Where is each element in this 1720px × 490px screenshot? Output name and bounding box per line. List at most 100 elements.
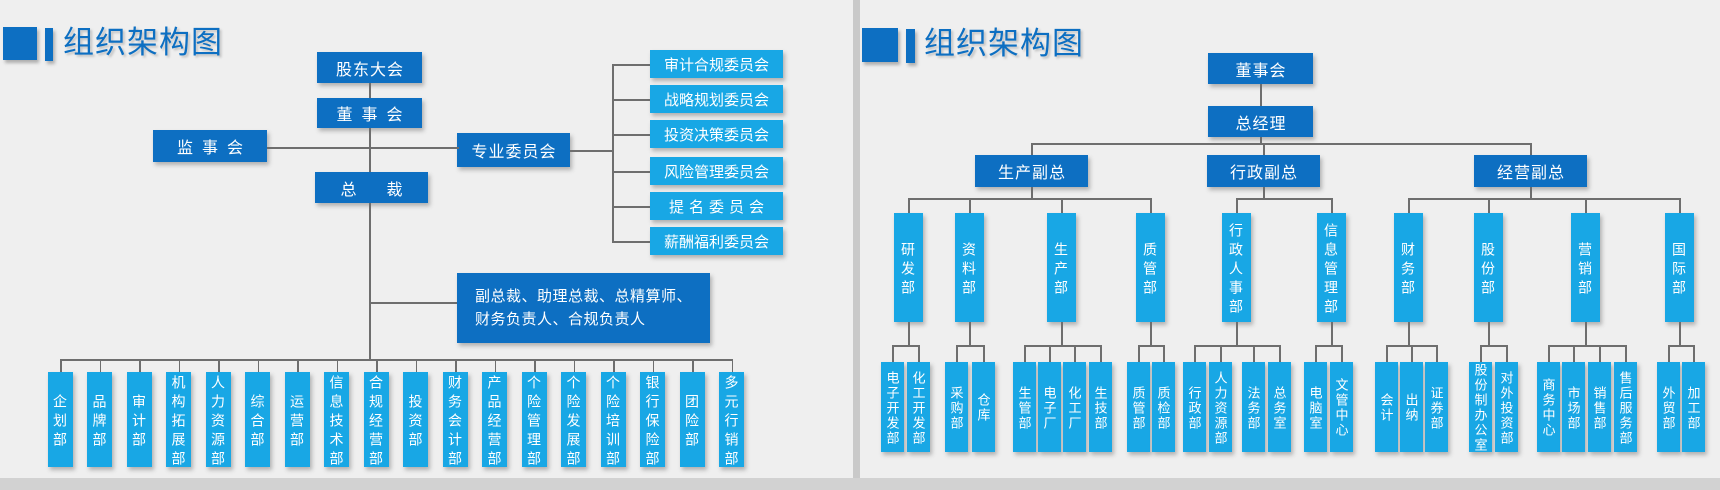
connector-line: [494, 359, 496, 372]
connector-line: [1506, 345, 1508, 362]
connector-line: [178, 359, 180, 372]
connector-line: [60, 359, 62, 372]
connector-line: [257, 359, 259, 372]
connector-line: [692, 359, 694, 372]
department-box: 团险部: [679, 372, 705, 467]
department-box: 股份部: [1473, 213, 1503, 322]
connector-line: [1530, 187, 1532, 198]
department-box: 个险培训部: [600, 372, 626, 470]
sub-department-box: 股份制办公室: [1468, 362, 1492, 453]
connector-line: [956, 345, 985, 347]
connector-line: [969, 198, 971, 213]
connector-line: [1163, 345, 1165, 362]
connector-line: [1049, 345, 1051, 362]
connector-line: [1024, 345, 1026, 362]
sub-department-box: 外贸部: [1656, 362, 1680, 452]
connector-line: [336, 359, 338, 372]
connector-line: [892, 345, 894, 362]
connector-line: [1260, 84, 1262, 106]
connector-line: [892, 345, 920, 347]
sub-department-box: 行政部: [1182, 362, 1206, 452]
title-square-icon: [3, 27, 37, 60]
connector-line: [455, 359, 457, 372]
connector-line: [908, 198, 1152, 200]
connector-line: [1408, 198, 1681, 200]
connector-line: [612, 171, 652, 173]
sub-department-box: 市场部: [1561, 362, 1585, 452]
connector-line: [369, 128, 371, 172]
sub-department-box: 出纳: [1399, 362, 1423, 452]
committee-box: 风险管理委员会: [650, 157, 783, 185]
connector-line: [1279, 345, 1281, 362]
connector-line: [534, 359, 536, 372]
connector-line: [1138, 345, 1165, 347]
connector-line: [1074, 345, 1076, 362]
connector-line: [1100, 345, 1102, 362]
department-box: 国际部: [1664, 213, 1694, 322]
connector-line: [1150, 322, 1152, 345]
department-box: 信息技术部: [324, 372, 349, 470]
department-box: 投资部: [403, 372, 428, 467]
connector-line: [1031, 143, 1532, 145]
committee-box: 提名委员会: [650, 192, 783, 220]
committee-box: 战略规划委员会: [650, 85, 783, 113]
department-box: 品牌部: [87, 372, 112, 467]
connector-line: [267, 147, 459, 149]
connector-line: [573, 359, 575, 372]
sub-department-box: 质管部: [1126, 362, 1150, 452]
committee-box: 薪酬福利委员会: [650, 227, 783, 255]
connector-line: [1138, 345, 1140, 362]
sub-department-box: 生技部: [1088, 362, 1112, 452]
department-box: 企划部: [47, 372, 73, 467]
connector-line: [1263, 143, 1265, 155]
connector-line: [1585, 322, 1587, 345]
connector-line: [1253, 345, 1255, 362]
connector-line: [1408, 198, 1410, 213]
department-box: 运营部: [284, 372, 310, 467]
connector-line: [908, 322, 910, 345]
committee-box: 审计合规委员会: [650, 50, 783, 78]
sub-department-box: 化工厂: [1062, 362, 1086, 452]
connector-line: [1599, 345, 1601, 362]
department-box: 生产部: [1046, 213, 1076, 322]
connector-line: [1061, 198, 1063, 213]
sub-department-box: 文管中心: [1329, 362, 1353, 452]
sub-department-box: 会计: [1374, 362, 1398, 452]
connector-line: [613, 359, 615, 372]
connector-line: [1331, 322, 1333, 345]
vp-box: 生产副总: [975, 155, 1088, 187]
sub-department-box: 加工部: [1681, 362, 1705, 452]
connector-line: [1480, 345, 1482, 362]
connector-line: [1194, 345, 1196, 362]
connector-line: [1625, 345, 1627, 362]
connector-line: [1263, 187, 1265, 198]
connector-line: [983, 345, 985, 362]
sub-department-box: 化工开发部: [906, 362, 930, 452]
supervisory-box: 监事会: [153, 130, 267, 162]
department-box: 个险管理部: [521, 372, 547, 470]
connector-line: [1488, 322, 1490, 345]
connector-line: [1693, 345, 1695, 362]
connector-line: [1236, 198, 1238, 213]
department-box: 产品经营部: [482, 372, 507, 470]
department-box: 信息管理部: [1316, 213, 1346, 322]
sub-department-box: 总务室: [1267, 362, 1291, 452]
sub-department-box: 售后服务部: [1613, 362, 1637, 452]
connector-line: [612, 134, 652, 136]
title-bar-icon: [45, 28, 53, 61]
connector-line: [1408, 322, 1410, 345]
sub-department-box: 采购部: [944, 362, 968, 452]
connector-line: [918, 345, 920, 362]
connector-line: [1220, 345, 1222, 362]
sub-department-box: 电子厂: [1037, 362, 1061, 452]
connector-line: [612, 99, 652, 101]
connector-line: [1331, 198, 1333, 213]
connector-line: [1260, 137, 1262, 143]
connector-line: [376, 359, 378, 372]
connector-line: [218, 359, 220, 372]
board-box: 董事会: [1208, 53, 1313, 84]
slide-divider: [853, 0, 860, 490]
connector-line: [1488, 198, 1490, 213]
department-box: 综合部: [245, 372, 270, 467]
